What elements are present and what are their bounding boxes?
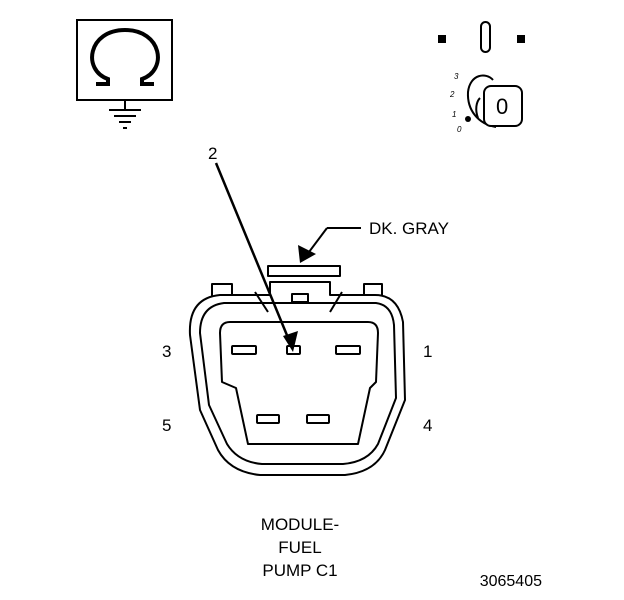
probe-pin-label: 2 (208, 144, 217, 163)
pin-label-5: 5 (162, 416, 171, 435)
position-dot (465, 116, 471, 122)
key-head (483, 85, 523, 127)
connector-cavity (219, 321, 379, 445)
indicator-square-right (517, 35, 525, 43)
pin-label-3: 3 (162, 342, 171, 361)
ohmmeter-ground-icon (76, 19, 173, 129)
connector-face (188, 265, 406, 476)
ignition-key-off-icon: 3 2 1 0 0 (438, 21, 525, 134)
connector-name-line-1: MODULE- (261, 515, 339, 534)
probe-leader-line (214, 162, 293, 346)
ear-right (363, 283, 383, 296)
ignition-position-3: 3 (454, 72, 459, 81)
pin-label-1: 1 (423, 342, 432, 361)
connector-mid-shell (199, 302, 397, 465)
probe-arrowhead (283, 331, 298, 352)
ignition-position-1: 1 (452, 110, 456, 119)
ignition-position-0: 0 (457, 125, 462, 134)
terminal-slot-5 (256, 414, 280, 424)
pin-label-4: 4 (423, 416, 432, 435)
lock-tab (267, 265, 341, 277)
lock-cylinder (466, 74, 497, 128)
key-slot (480, 21, 491, 53)
connector-name-line-3: PUMP C1 (262, 561, 337, 580)
figure-number: 3065405 (480, 573, 542, 590)
latch-window (291, 293, 309, 303)
terminal-slot-4 (306, 414, 330, 424)
omega-symbol (90, 27, 160, 86)
ignition-position-2: 2 (449, 90, 455, 99)
connector-outer-shell (188, 281, 406, 476)
terminal-slot-1 (335, 345, 361, 355)
ignition-key-label: 0 (496, 94, 508, 119)
wire-color-label: DK. GRAY (369, 219, 449, 238)
terminal-slot-3 (231, 345, 257, 355)
wire-color-arrowhead (298, 245, 316, 263)
indicator-square-left (438, 35, 446, 43)
latch-bar (254, 291, 343, 313)
connector-name-line-2: FUEL (278, 538, 321, 557)
ear-left (211, 283, 233, 296)
